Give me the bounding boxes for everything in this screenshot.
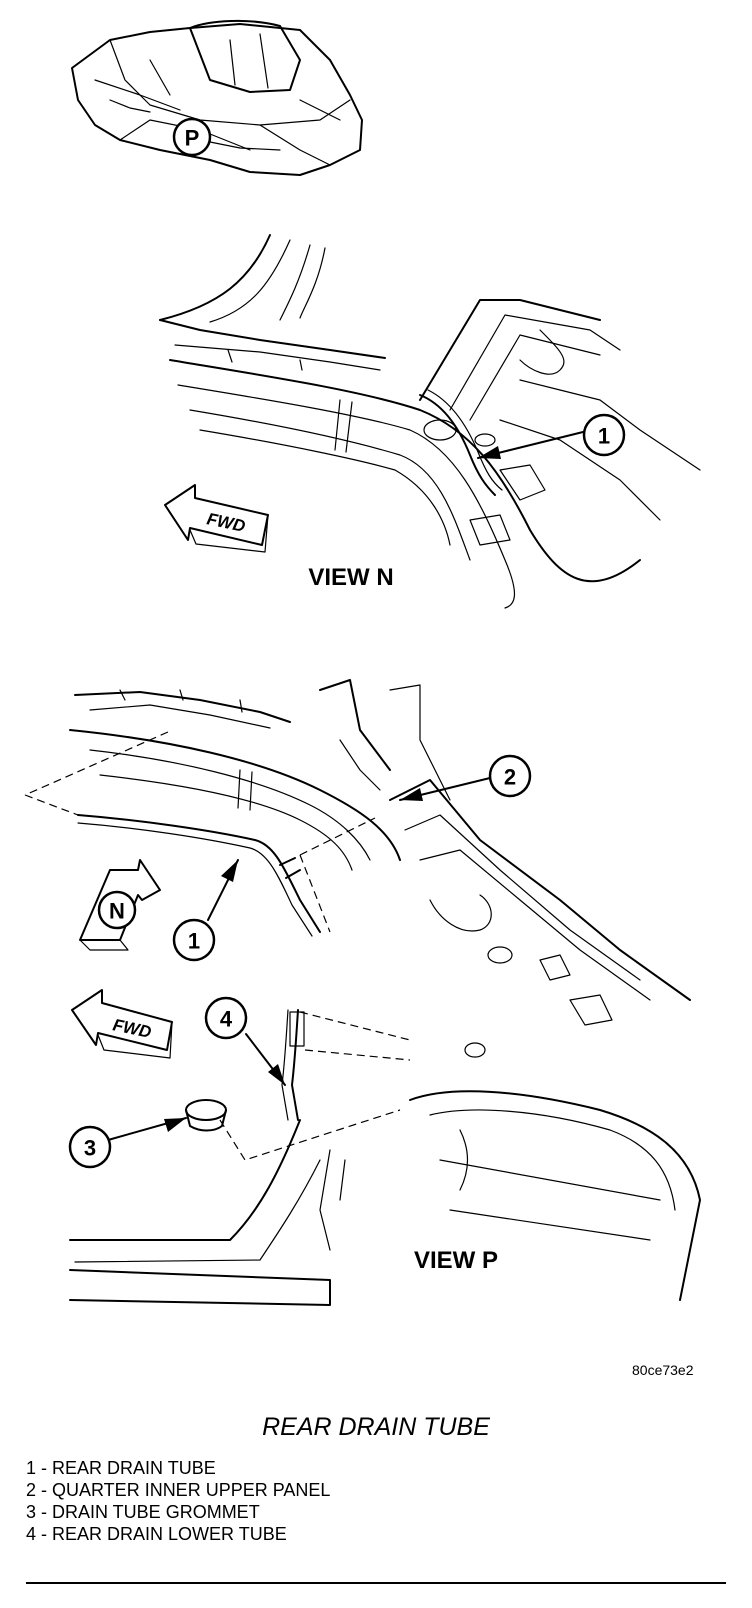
view-p-callout-2-circle (488, 754, 532, 798)
view-n-locator-label: N (109, 899, 125, 924)
view-p-locator-circle (172, 117, 212, 157)
view-p-callout-1-label: 1 (188, 929, 200, 954)
view-p-callout-4-label: 4 (220, 1007, 233, 1032)
bottom-rule (26, 1582, 726, 1584)
vehicle-overview: P (71, 19, 363, 176)
view-n-fwd-label: FWD (205, 509, 247, 536)
view-p-callout-3-circle (68, 1125, 112, 1169)
view-n-diagram: 1 FWD VIEW N (159, 234, 701, 609)
page-title: REAR DRAIN TUBE (262, 1413, 490, 1441)
view-n-callout-1-circle (582, 413, 626, 457)
legend-item: 4 - REAR DRAIN LOWER TUBE (26, 1524, 287, 1544)
rear-drain-tube-illustration: P 1 (24, 19, 701, 1306)
legend: 1 - REAR DRAIN TUBE 2 - QUARTER INNER UP… (26, 1457, 330, 1545)
view-p-callout-1-circle (172, 918, 216, 962)
view-n-label: VIEW N (308, 564, 393, 591)
view-n-callout-1-label: 1 (598, 424, 610, 449)
view-p-label: VIEW P (414, 1247, 498, 1274)
view-p-diagram: 2 1 4 3 N FWD VIEW P (24, 679, 701, 1306)
legend-item: 3 - DRAIN TUBE GROMMET (26, 1502, 260, 1522)
view-p-callout-3-label: 3 (84, 1136, 96, 1161)
view-n-locator-circle (97, 890, 137, 930)
view-p-locator-label: P (185, 126, 200, 151)
view-p-callout-2-label: 2 (504, 765, 516, 790)
figure-id: 80ce73e2 (632, 1362, 694, 1378)
legend-item: 1 - REAR DRAIN TUBE (26, 1458, 216, 1478)
view-p-callout-4-circle (204, 996, 248, 1040)
legend-item: 2 - QUARTER INNER UPPER PANEL (26, 1480, 331, 1500)
